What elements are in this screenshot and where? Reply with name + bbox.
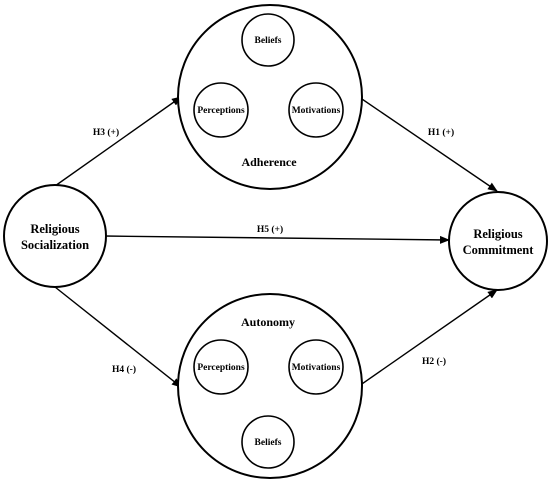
edge-label-h1: H1 (+) (428, 127, 454, 138)
node-adherence-circle (177, 4, 363, 190)
node-religious-socialization-line1: Religious (30, 222, 79, 236)
node-adherence: Beliefs Perceptions Motivations Adherenc… (177, 4, 363, 190)
adherence-motivations-circle (288, 82, 344, 138)
autonomy-motivations-label: Motivations (292, 363, 341, 373)
node-religious-commitment: Religious Commitment (448, 191, 548, 291)
autonomy-title: Autonomy (241, 315, 295, 329)
autonomy-perceptions-circle (193, 339, 249, 395)
edge-label-h2: H2 (-) (422, 356, 446, 367)
edge-label-h4: H4 (-) (112, 364, 136, 375)
node-religious-socialization-circle (3, 184, 107, 288)
autonomy-beliefs-circle (241, 415, 295, 469)
node-religious-commitment-line2: Commitment (463, 243, 535, 257)
autonomy-motivations-circle (288, 339, 344, 395)
adherence-perceptions-label: Perceptions (197, 106, 245, 116)
autonomy-beliefs-label: Beliefs (255, 438, 282, 448)
adherence-beliefs-circle (241, 13, 295, 67)
edge-h2 (358, 289, 498, 387)
node-religious-commitment-circle (448, 191, 548, 291)
edge-h1 (358, 96, 498, 192)
node-religious-commitment-line1: Religious (473, 227, 522, 241)
node-autonomy: Autonomy Perceptions Motivations Beliefs (177, 293, 363, 479)
edge-h4 (54, 286, 182, 388)
node-religious-socialization-line2: Socialization (21, 238, 89, 252)
edge-label-h3: H3 (+) (93, 127, 119, 138)
edge-h5 (103, 235, 450, 244)
adherence-title: Adherence (241, 155, 297, 169)
autonomy-perceptions-label: Perceptions (197, 363, 245, 373)
adherence-perceptions-circle (193, 82, 249, 138)
adherence-motivations-label: Motivations (292, 106, 341, 116)
adherence-beliefs-label: Beliefs (255, 36, 282, 46)
edge-label-h5: H5 (+) (257, 224, 283, 235)
node-religious-socialization: Religious Socialization (3, 184, 107, 288)
edge-h3 (54, 96, 182, 187)
